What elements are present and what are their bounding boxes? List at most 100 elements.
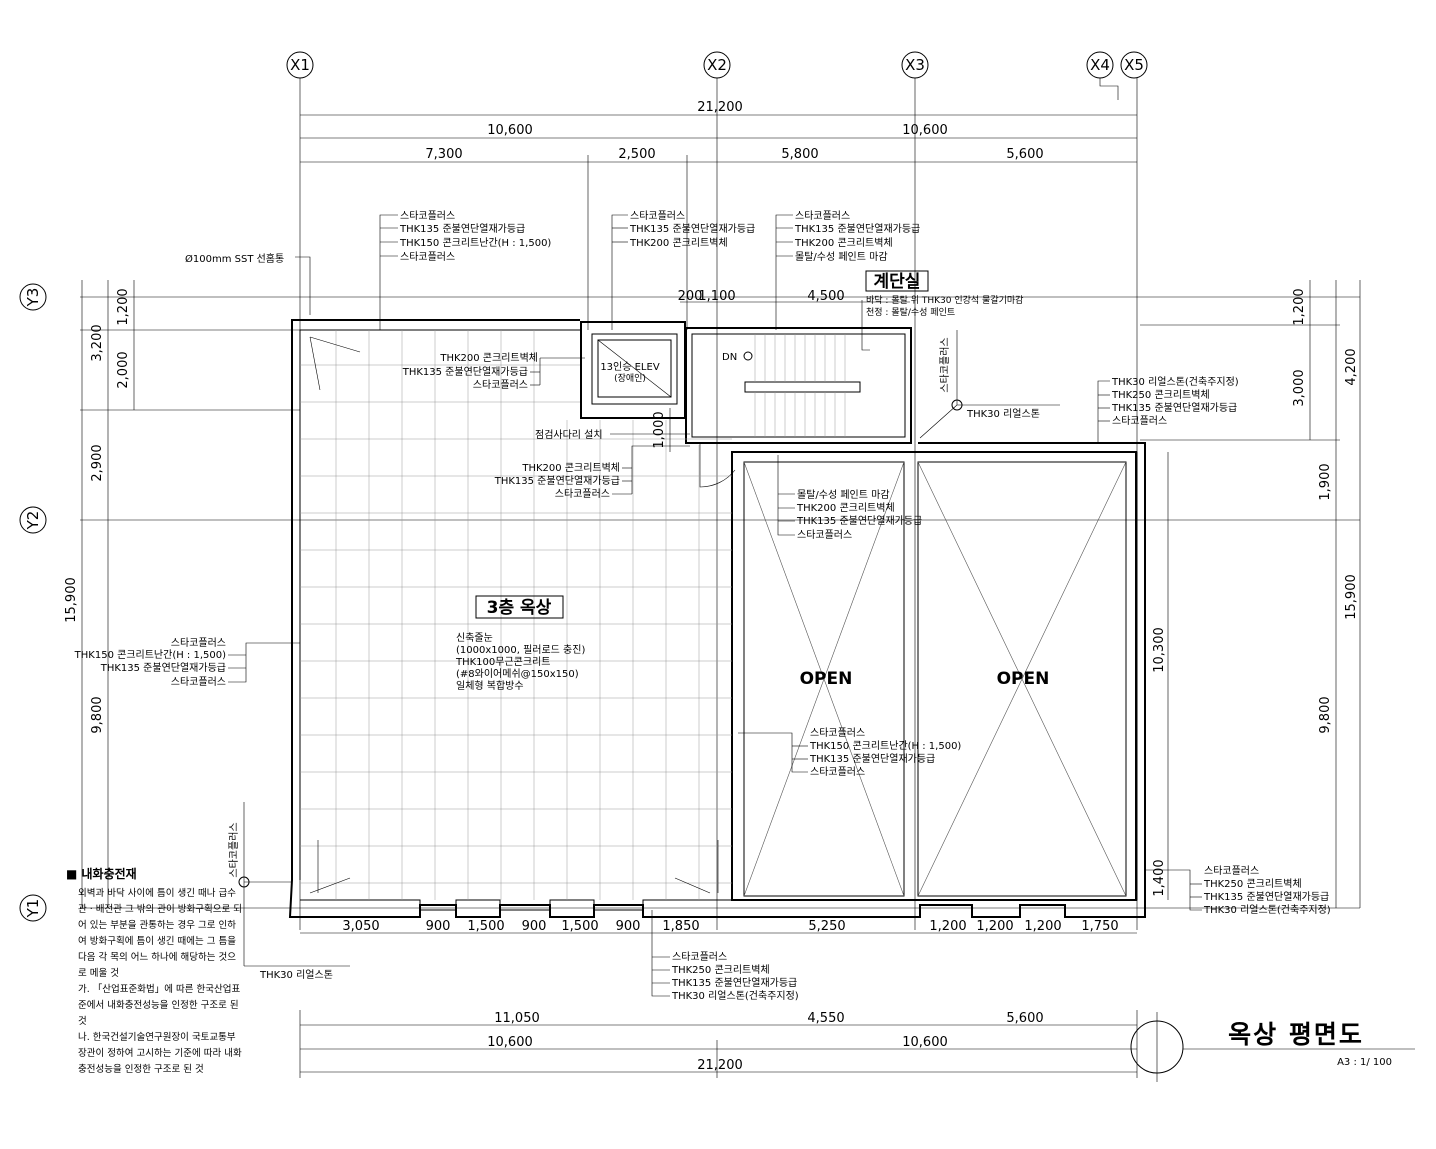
label-thk30-right: THK30 리얼스톤 <box>966 408 1040 420</box>
label-bot-2: THK250 콘크리트벽체 <box>671 964 770 976</box>
dim-right-a-1: 4,200 <box>1344 348 1359 385</box>
dim-right-b-2: 3,000 <box>1292 369 1307 406</box>
dim-int-2: 1,100 <box>698 289 735 304</box>
label-cl-3: THK135 준불연단열재가등급 <box>809 753 935 765</box>
label-left-3: THK135 준불연단열재가등급 <box>100 662 226 674</box>
label-tr-4: 몰탈/수성 페인트 마감 <box>795 250 888 263</box>
label-cl-1: 스타코플러스 <box>810 727 865 739</box>
label-open-c-1: 몰탈/수성 페인트 마감 <box>797 488 890 501</box>
dim-bottom-seg-4: 900 <box>522 919 547 934</box>
dim-bottom-seg-2: 900 <box>426 919 451 934</box>
dim-bottom-seg-1: 3,050 <box>342 919 379 934</box>
dim-top-half-right: 10,600 <box>902 123 948 138</box>
label-elev-wall-3: 스타코플러스 <box>473 379 528 391</box>
label-bot-4: THK30 리얼스톤(건축주지정) <box>671 990 799 1002</box>
dim-right-b-1: 1,200 <box>1292 288 1307 325</box>
drawing-scale: A3 : 1/ 100 <box>1337 1057 1392 1068</box>
dim-bottom-seg-3: 1,500 <box>467 919 504 934</box>
label-stair-spec-2: 천정 : 몰탈/수성 페인트 <box>866 307 955 318</box>
label-thk30-bottom-left: THK30 리얼스톤 <box>259 969 333 981</box>
label-open-c-3: THK135 준불연단열재가등급 <box>796 515 922 527</box>
interior-dimensions: 200 1,100 4,500 1,000 10,300 1,400 <box>652 289 1169 900</box>
label-open-1: OPEN <box>800 669 853 689</box>
label-open-c-4: 스타코플러스 <box>797 529 852 541</box>
label-mid-1: THK200 콘크리트벽체 <box>521 462 620 474</box>
label-tl-2: THK135 준불연단열재가등급 <box>399 223 525 235</box>
label-inspection: 점검사다리 설치 <box>535 429 603 441</box>
label-stair-room: 계단실 <box>874 272 921 292</box>
dim-bottom-half-left: 10,600 <box>487 1035 533 1050</box>
label-vertical-stucco: 스타코플러스 <box>939 337 951 392</box>
dim-top-seg-1: 7,300 <box>425 147 462 162</box>
label-left-1: 스타코플러스 <box>171 637 226 649</box>
grid-bubble-x1: X1 <box>290 56 310 74</box>
label-elev-name: 13인승 ELEV <box>600 361 660 373</box>
dim-top-seg-2: 2,500 <box>618 147 655 162</box>
label-rl-4: THK30 리얼스톤(건축주지정) <box>1203 904 1331 916</box>
dim-bottom-seg-5: 1,500 <box>561 919 598 934</box>
label-rooftop-spec-2: (1000x1000, 필러로드 충진) <box>456 644 585 656</box>
dim-int-4: 1,000 <box>652 411 667 448</box>
label-bot-3: THK135 준불연단열재가등급 <box>671 977 797 989</box>
grid-lines <box>80 78 1360 1078</box>
label-tc-1: 스타코플러스 <box>630 210 685 222</box>
title-block: 옥상 평면도 A3 : 1/ 100 <box>1130 1012 1415 1082</box>
callouts: Ø100mm SST 선홈통 스타코플러스 THK135 준불연단열재가등급 T… <box>74 210 1331 1002</box>
grid-bubble-x3: X3 <box>905 56 925 74</box>
dim-left-b-1: 1,200 <box>116 288 131 325</box>
dim-right-b-3: 1,900 <box>1318 463 1333 500</box>
dim-left-b-2: 2,000 <box>116 351 131 388</box>
grid-bubble-x2: X2 <box>707 56 727 74</box>
label-rl-1: 스타코플러스 <box>1204 865 1259 877</box>
label-tr-1: 스타코플러스 <box>795 210 850 222</box>
label-rooftop-spec-1: 신축줄눈 <box>456 632 493 644</box>
dim-bottom-seg-11: 1,200 <box>1024 919 1061 934</box>
label-cl-2: THK150 콘크리트난간(H : 1,500) <box>809 740 961 752</box>
label-tl-3: THK150 콘크리트난간(H : 1,500) <box>399 237 551 249</box>
dim-top-half-left: 10,600 <box>487 123 533 138</box>
dim-bottom-seg-9: 1,200 <box>929 919 966 934</box>
notes-paragraph-1: 외벽과 바닥 사이에 틈이 생긴 때나 급수관 · 배전관 그 밖의 관이 방화… <box>78 888 242 979</box>
grid-bubble-y1: Y1 <box>24 899 42 919</box>
dim-right-total: 15,900 <box>1344 574 1359 620</box>
label-mid-2: THK135 준불연단열재가등급 <box>494 475 620 487</box>
label-cl-4: 스타코플러스 <box>810 766 865 778</box>
grid-bubble-x5: X5 <box>1124 56 1144 74</box>
left-dimensions: 15,900 3,200 2,900 9,800 1,200 2,000 <box>64 280 300 908</box>
dim-int-6: 1,400 <box>1152 859 1167 896</box>
dim-bottom-seg-12: 1,750 <box>1081 919 1118 934</box>
label-ru-3: THK135 준불연단열재가등급 <box>1111 402 1237 414</box>
label-rl-2: THK250 콘크리트벽체 <box>1203 878 1302 890</box>
grid-bubbles: X1 X2 X3 X4 X5 Y3 Y2 Y1 <box>19 51 1148 922</box>
label-rooftop-spec-5: 일체형 복합방수 <box>456 680 524 692</box>
label-left-4: 스타코플러스 <box>171 676 226 688</box>
notes-paragraph-3: 나. 한국건설기술연구원장이 국토교통부장관이 정하여 고시하는 기준에 따라 … <box>78 1032 242 1075</box>
label-ru-2: THK250 콘크리트벽체 <box>1111 389 1210 401</box>
label-rain-pipe: Ø100mm SST 선홈통 <box>185 252 284 265</box>
dim-bottom-mid-1: 11,050 <box>494 1011 540 1026</box>
dim-bottom-seg-6: 900 <box>616 919 641 934</box>
notes-title: ■ 내화충전재 <box>66 867 137 881</box>
dim-int-5: 10,300 <box>1152 627 1167 673</box>
drawing-title: 옥상 평면도 <box>1228 1020 1364 1049</box>
label-rooftop-spec-3: THK100무근콘크리트 <box>455 656 550 668</box>
dim-top-seg-3: 5,800 <box>781 147 818 162</box>
label-left-2: THK150 콘크리트난간(H : 1,500) <box>74 649 226 661</box>
building-outline <box>288 319 1146 918</box>
grid-bubble-y2: Y2 <box>24 511 42 531</box>
label-mid-3: 스타코플러스 <box>555 488 610 500</box>
notes-paragraph-2: 가. 「산업표준화법」에 따른 한국산업표준에서 내화충전성능을 인정한 구조로… <box>78 984 241 1027</box>
label-rl-3: THK135 준불연단열재가등급 <box>1203 891 1329 903</box>
dim-left-total: 15,900 <box>64 577 79 623</box>
dim-int-1: 200 <box>678 289 703 304</box>
grid-bubble-x4: X4 <box>1090 56 1110 74</box>
grid-bubble-y3: Y3 <box>24 288 42 308</box>
dim-top-seg-4: 5,600 <box>1006 147 1043 162</box>
label-ru-4: 스타코플러스 <box>1112 415 1167 427</box>
label-tl-4: 스타코플러스 <box>400 251 455 263</box>
label-open-2: OPEN <box>997 669 1050 689</box>
bottom-dimensions: 3,050 900 1,500 900 1,500 900 1,850 5,25… <box>300 919 1137 1073</box>
rooftop-tile-grid <box>300 330 732 900</box>
label-elev-wall-1: THK200 콘크리트벽체 <box>439 352 538 364</box>
